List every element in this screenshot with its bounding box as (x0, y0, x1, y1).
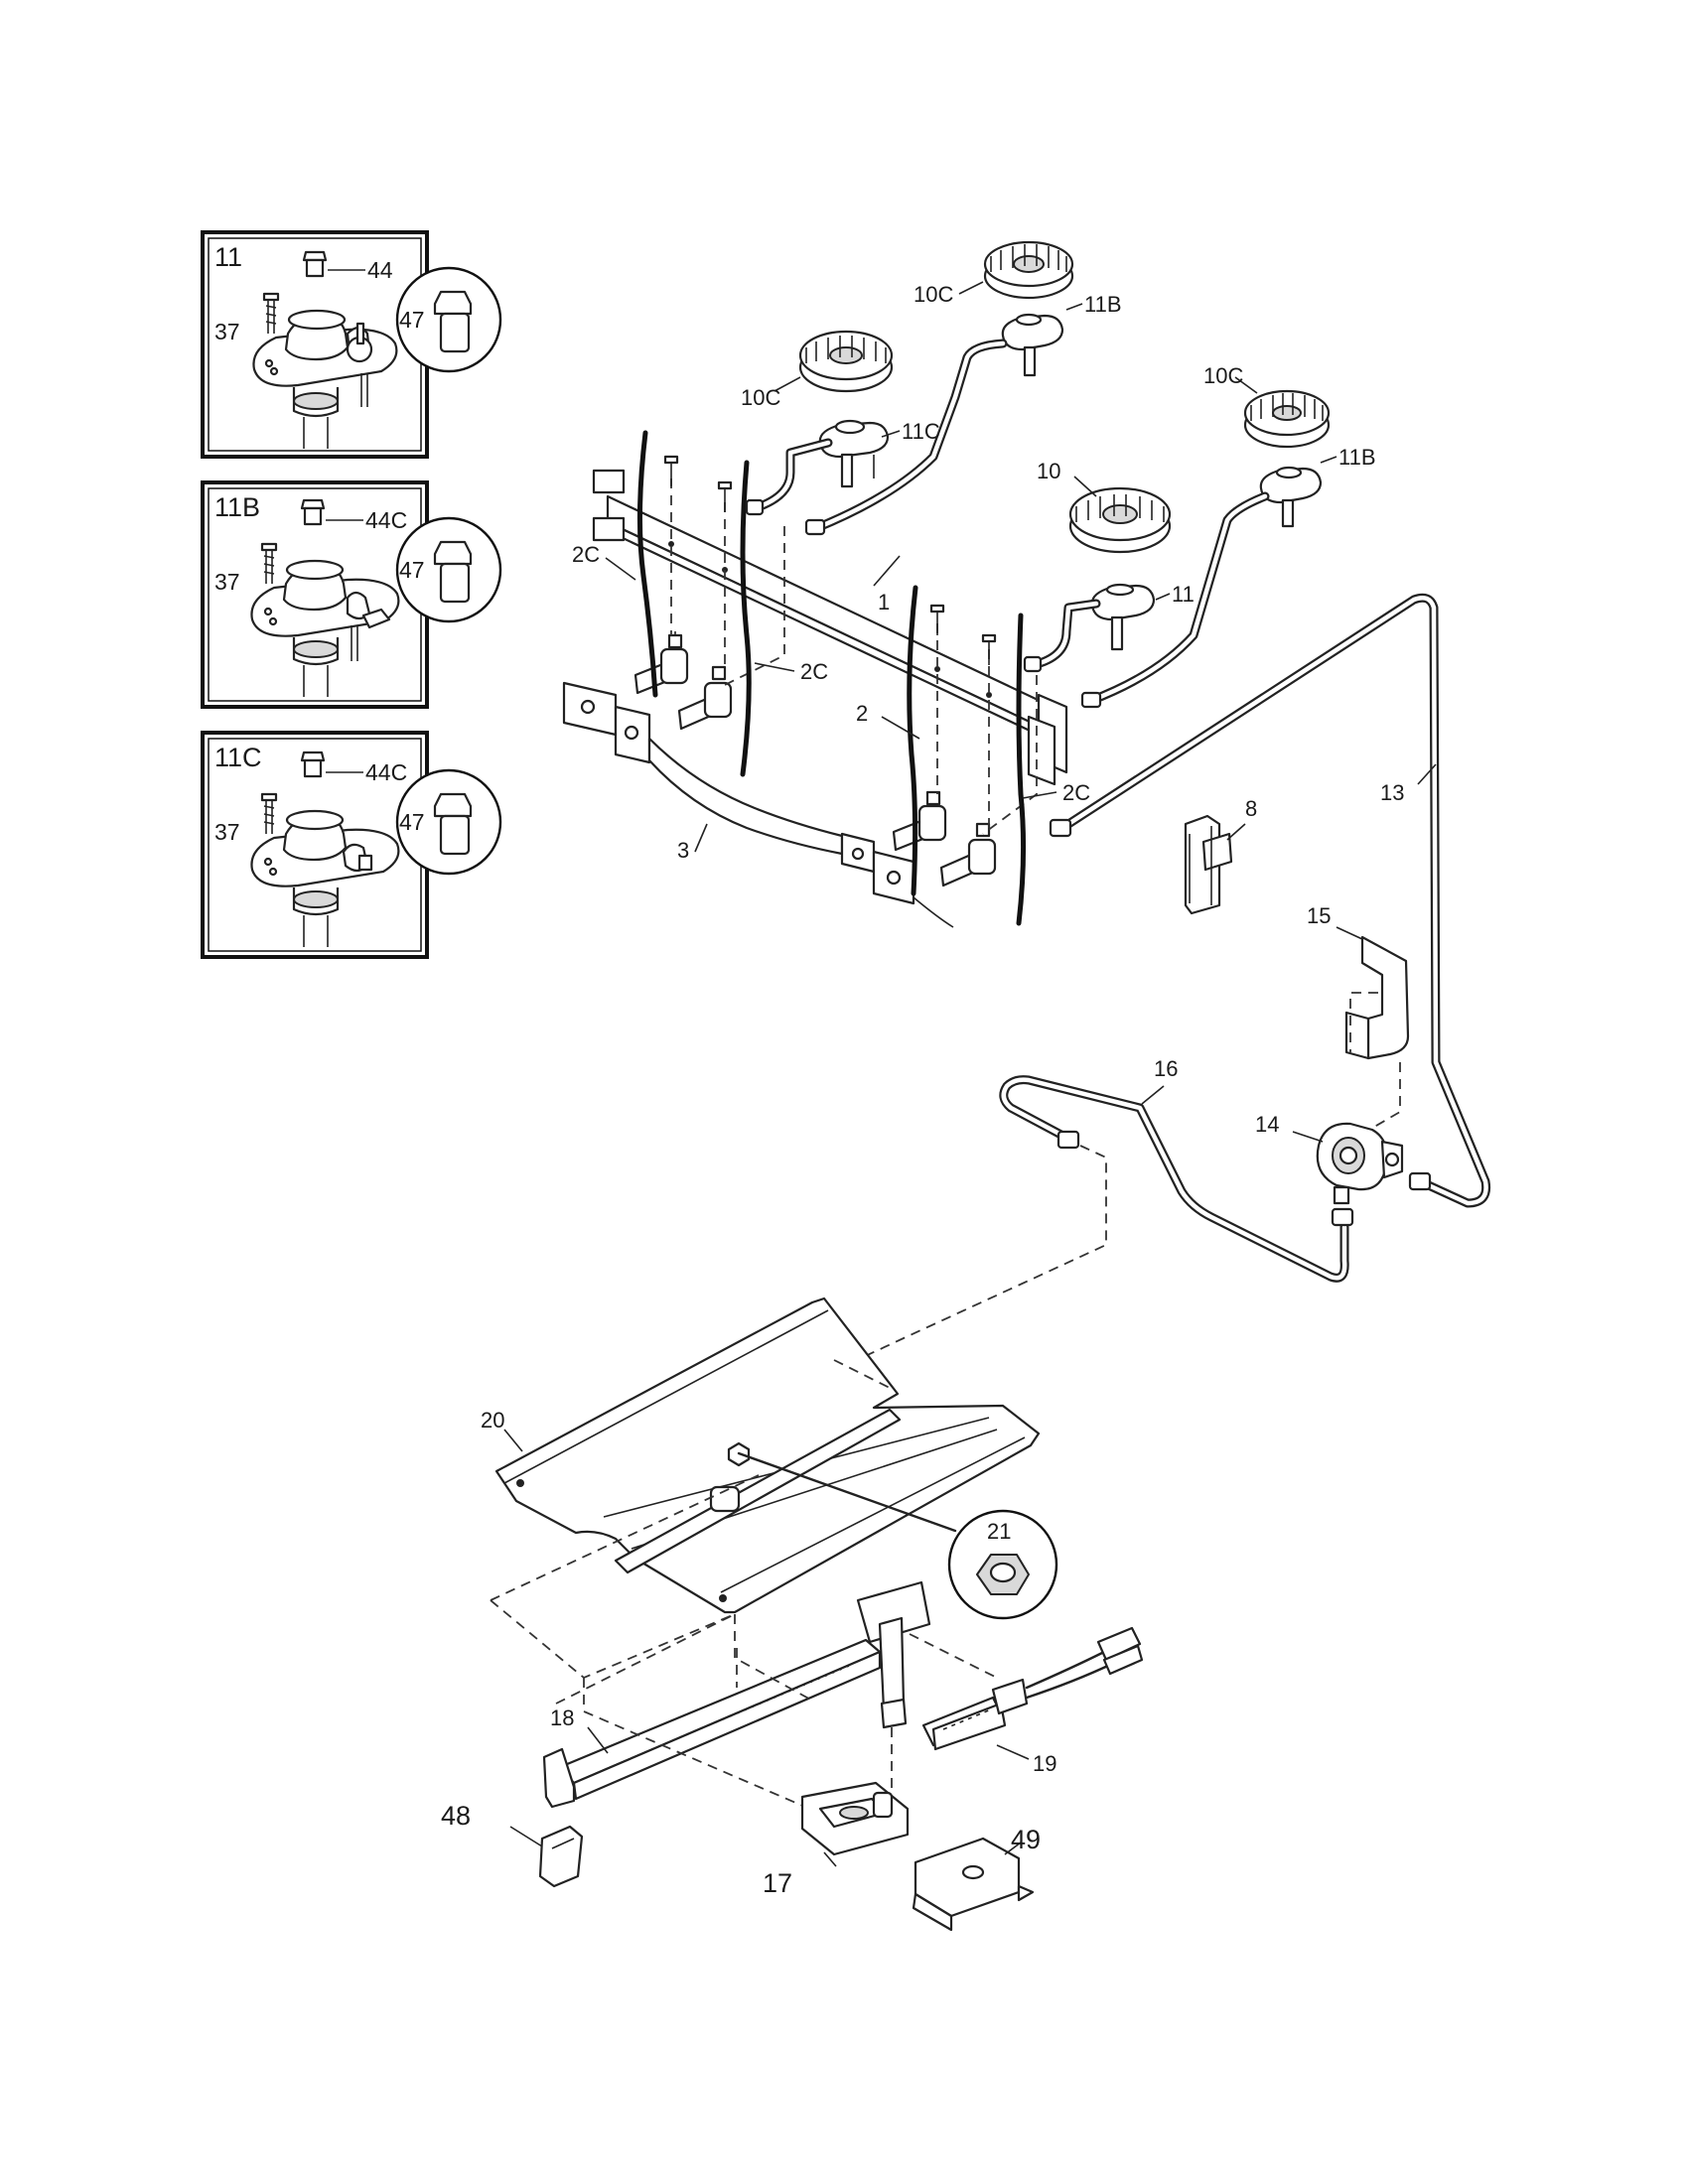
orifice-icon (300, 751, 326, 778)
callout-11b: 11B (1084, 292, 1122, 317)
inset-panel-11B: 11B 44C 37 47 (201, 480, 502, 709)
callout-20: 20 (481, 1408, 504, 1433)
inset-magnified-label: 47 (399, 557, 425, 583)
callout-11: 11 (1172, 582, 1195, 607)
callout-14: 14 (1255, 1112, 1279, 1137)
pressure-regulator (1316, 1122, 1404, 1205)
callout-10c: 10C (914, 282, 953, 307)
magnified-orifice-circle (395, 266, 502, 373)
callout-21: 21 (987, 1519, 1011, 1544)
oven-tube (999, 1075, 1354, 1283)
screw-icon (260, 542, 278, 584)
burner-rear-center (983, 240, 1074, 300)
manifold-bracket (562, 681, 954, 928)
callout-17: 17 (763, 1868, 792, 1898)
burner-feed-tubes (745, 339, 1270, 709)
callout-11b: 11B (1338, 445, 1376, 470)
callout-11c: 11C (902, 419, 940, 444)
callout-2: 2 (856, 701, 868, 726)
burner-clip (538, 1825, 584, 1888)
inset-orifice-label: 44C (365, 759, 407, 785)
inset-title: 11B (214, 492, 260, 522)
oven-igniter (921, 1626, 1144, 1751)
inset-screw-label: 37 (214, 319, 240, 344)
manifold-screws (663, 455, 997, 665)
screw-icon (262, 292, 280, 334)
magnified-orifice-circle (395, 516, 502, 623)
ignition-wires (636, 430, 1027, 926)
inset-screw-label: 37 (214, 819, 240, 845)
callout-10c: 10C (1203, 363, 1243, 388)
spark-module (1184, 814, 1233, 915)
callout-18: 18 (550, 1706, 574, 1730)
valve-seat-rear-right (1259, 466, 1323, 528)
regulator-bracket (1344, 935, 1410, 1060)
inset-magnified-label: 47 (399, 809, 425, 835)
valve-seat-rear-left (818, 419, 890, 488)
oven-burner-upper (614, 1408, 902, 1574)
inset-title: 11C (214, 743, 262, 772)
callout-2c: 2C (572, 542, 600, 567)
callout-8: 8 (1245, 796, 1257, 821)
callout-48: 48 (441, 1801, 471, 1831)
callout-2c: 2C (1062, 780, 1090, 805)
magnified-hex-nut-circle (947, 1509, 1058, 1620)
callout-3: 3 (677, 838, 689, 863)
screw-alignment-lines (670, 478, 1038, 835)
manifold-pipe (592, 469, 1068, 786)
valve-seat-illustration (250, 809, 400, 947)
valve-seat-illustration (252, 309, 398, 449)
callout-15: 15 (1307, 903, 1331, 928)
inset-orifice-label: 44 (367, 257, 393, 283)
callout-10c: 10C (741, 385, 780, 410)
oven-burner-tube (542, 1580, 931, 1809)
callout-2c: 2C (800, 659, 828, 684)
inset-orifice-label: 44C (365, 507, 407, 533)
callout-10: 10 (1037, 459, 1060, 483)
inset-panel-11: 11 44 37 (201, 230, 502, 459)
callout-labels: 1 2 2C 2C 2C 3 8 10 10C 10C 10C 11 11B 1… (441, 282, 1404, 1898)
callout-49: 49 (1011, 1825, 1041, 1854)
burner-valve-front-left (677, 665, 733, 731)
oven-safety-valve (800, 1781, 910, 1856)
callout-19: 19 (1033, 1751, 1056, 1776)
burner-rear-right (1243, 389, 1331, 449)
orifice-icon (302, 250, 328, 278)
burner-valve-rear-left (633, 631, 689, 695)
burner-front-right (1068, 486, 1172, 554)
valve-seat-rear-center (1001, 313, 1064, 377)
valve-bracket (912, 1837, 1035, 1932)
callout-1: 1 (878, 590, 890, 614)
burner-rear-left (798, 330, 894, 393)
valve-seat-front-right (1090, 583, 1156, 651)
leader-lines (503, 281, 1437, 1867)
inset-magnified-label: 47 (399, 307, 425, 333)
supply-tube (1049, 593, 1491, 1208)
orifice-icon (300, 498, 326, 526)
inset-title: 11 (214, 242, 242, 272)
burner-valve-rear-right (892, 790, 947, 852)
screw-icon (260, 792, 278, 834)
callout-13: 13 (1380, 780, 1404, 805)
burner-valve-front-right (939, 822, 997, 887)
callout-16: 16 (1154, 1056, 1178, 1081)
inset-panel-11C: 11C 44C 37 47 (201, 731, 502, 959)
inset-screw-label: 37 (214, 569, 240, 595)
valve-seat-illustration (250, 559, 400, 697)
magnified-orifice-circle (395, 768, 502, 876)
